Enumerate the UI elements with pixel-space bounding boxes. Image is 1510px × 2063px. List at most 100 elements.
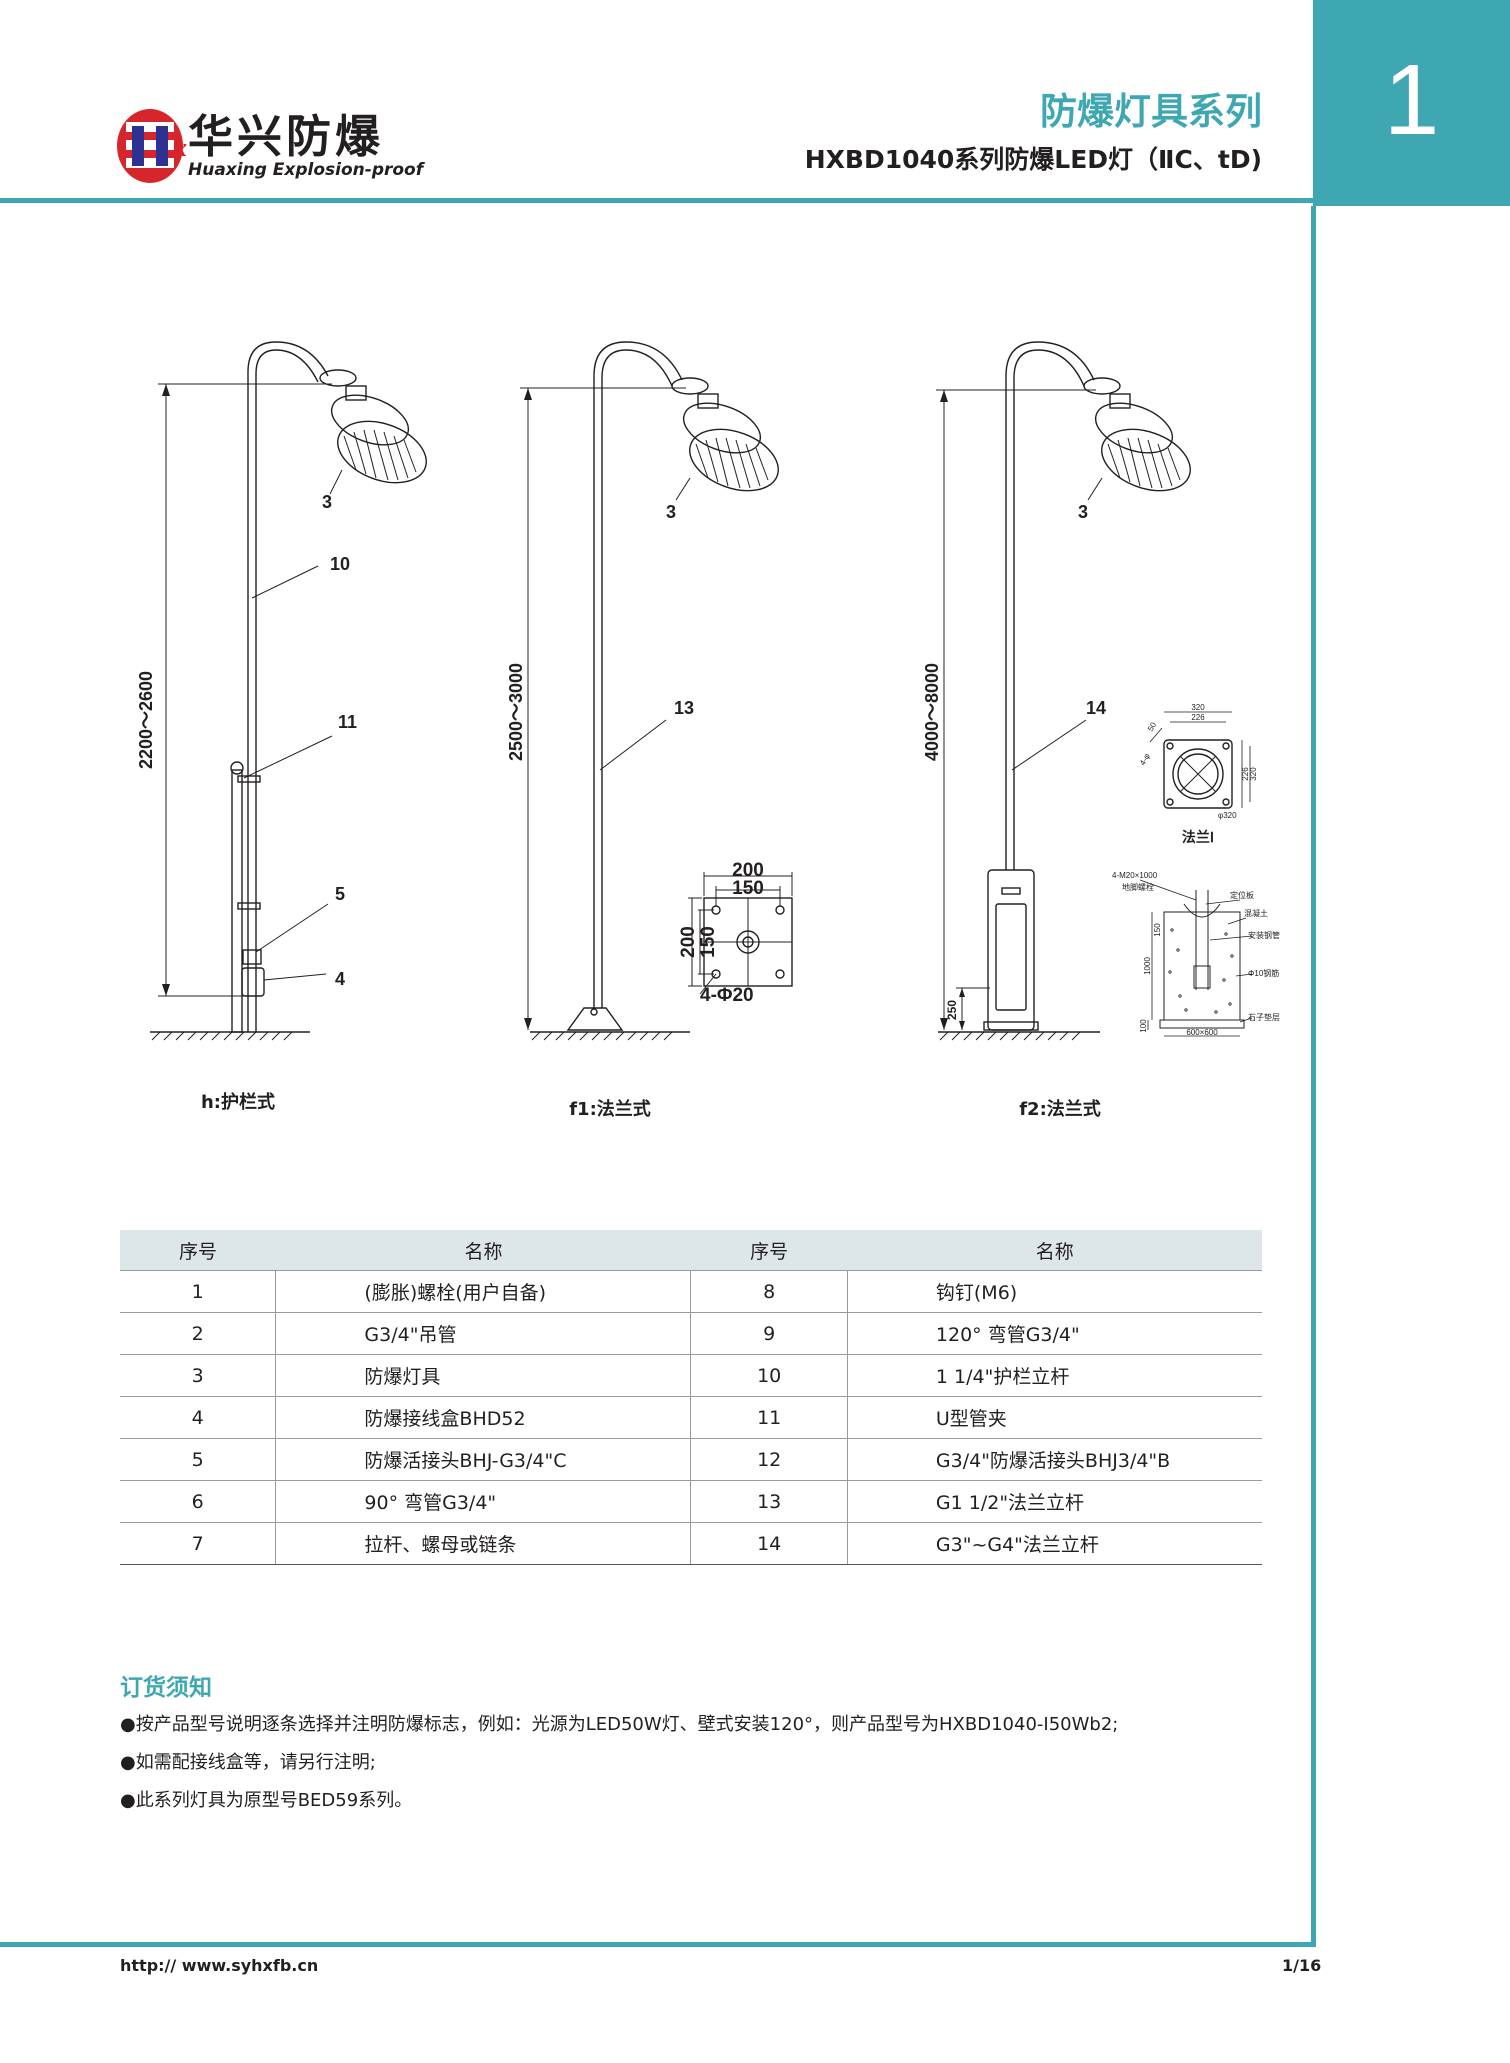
table-row: 1 (膨胀)螺栓(用户自备) 8 钩钉(M6) — [120, 1270, 1262, 1313]
cell-name: 拉杆、螺母或链条 — [275, 1522, 691, 1565]
f2-dim-phi320: φ320 — [1218, 811, 1237, 820]
brand-name: 华兴防爆 — [188, 110, 385, 163]
cell-no: 5 — [120, 1438, 276, 1481]
f1-flange-outer: 200 — [732, 860, 764, 881]
f2-flange-label: 法兰Ⅰ — [1182, 829, 1214, 845]
cell-name: 90° 弯管G3/4" — [275, 1480, 691, 1523]
f2-dim-holes: 4-φ — [1138, 752, 1152, 767]
f2-height-dim: 4000～8000 — [922, 663, 942, 761]
page-number: 1/16 — [1282, 1956, 1322, 1975]
f2-dim-50: 50 — [1146, 720, 1159, 733]
f2-anchor-bolt-label: 地脚螺栓 — [1122, 882, 1154, 892]
f1-flange-side-outer: 200 — [678, 926, 699, 958]
cell-name: G3/4"吊管 — [275, 1312, 691, 1355]
caption-f2: f2:法兰式 — [1019, 1099, 1101, 1120]
f1-flange-inner: 150 — [732, 878, 764, 899]
table-row: 6 90° 弯管G3/4" 13 G1 1/2"法兰立杆 — [120, 1480, 1262, 1523]
table-row: 4 防爆接线盒BHD52 11 U型管夹 — [120, 1396, 1262, 1439]
f2-dim-320: 320 — [1191, 703, 1205, 712]
series-subtitle: HXBD1040系列防爆LED灯（ⅡC、tD) — [804, 145, 1262, 174]
cell-no: 2 — [120, 1312, 276, 1355]
cell-name: 1 1/4"护栏立杆 — [846, 1354, 1262, 1397]
f2-dim-226: 226 — [1191, 713, 1205, 722]
caption-f1: f1:法兰式 — [569, 1099, 651, 1120]
cell-name: G1 1/2"法兰立杆 — [846, 1480, 1262, 1523]
footer-url[interactable]: http:// www.syhxfb.cn — [120, 1956, 319, 1975]
drawing-f2 — [936, 341, 1253, 1041]
table-row: 2 G3/4"吊管 9 120° 弯管G3/4" — [120, 1312, 1262, 1355]
f2-dim-320-side: 320 — [1249, 767, 1258, 781]
table-row: 3 防爆灯具 10 1 1/4"护栏立杆 — [120, 1354, 1262, 1397]
f2-install-pipe: 安装钢管 — [1248, 930, 1280, 940]
cell-name: 防爆接线盒BHD52 — [275, 1396, 691, 1439]
header-name-2: 名称 — [847, 1230, 1262, 1271]
h-callout-4: 4 — [335, 969, 345, 989]
cell-name: G3"~G4"法兰立杆 — [846, 1522, 1262, 1565]
f2-depth-1000: 1000 — [1143, 957, 1152, 975]
header-name-1: 名称 — [275, 1230, 691, 1271]
f2-dim-226-side: 226 — [1241, 767, 1250, 781]
cell-name: U型管夹 — [846, 1396, 1262, 1439]
h-height-dim: 2200～2600 — [136, 671, 156, 769]
header-no-1: 序号 — [120, 1230, 276, 1271]
svg-text:x: x — [173, 133, 187, 162]
f1-flange-side-inner: 150 — [698, 926, 719, 958]
cell-name: G3/4"防爆活接头BHJ3/4"B — [846, 1438, 1262, 1481]
cell-no: 13 — [690, 1480, 848, 1523]
f2-concrete: 混凝土 — [1244, 908, 1268, 918]
f2-pit-size: 600×600 — [1186, 1028, 1218, 1037]
cell-no: 11 — [690, 1396, 848, 1439]
drawing-f1 — [520, 341, 793, 1041]
table-row: 5 防爆活接头BHJ-G3/4"C 12 G3/4"防爆活接头BHJ3/4"B — [120, 1438, 1262, 1481]
f1-callout-3: 3 — [666, 502, 676, 522]
table-header-row: 序号 名称 序号 名称 — [120, 1230, 1262, 1271]
cell-name: 防爆灯具 — [275, 1354, 691, 1397]
notes-title: 订货须知 — [120, 1675, 212, 1701]
cell-no: 14 — [690, 1522, 848, 1565]
h-callout-11: 11 — [338, 712, 357, 732]
company-logo: x — [117, 109, 187, 183]
f1-height-dim: 2500～3000 — [506, 663, 526, 761]
cell-no: 8 — [690, 1270, 848, 1313]
drawing-h — [150, 341, 427, 1041]
f2-base-height: 250 — [945, 1000, 959, 1020]
f2-anchor-bolt: 4-M20×1000 — [1112, 871, 1158, 880]
h-callout-3: 3 — [322, 492, 332, 512]
f1-callout-13: 13 — [674, 698, 694, 718]
note-item: ●如需配接线盒等，请另行注明; — [120, 1752, 376, 1773]
cell-no: 10 — [690, 1354, 848, 1397]
header-no-2: 序号 — [690, 1230, 848, 1271]
footer-rule — [0, 1942, 1316, 1947]
f1-holes: 4-Φ20 — [700, 985, 754, 1006]
cell-no: 1 — [120, 1270, 276, 1313]
f2-locating-plate: 定位板 — [1230, 890, 1254, 900]
f2-rebar: Φ10钢筋 — [1248, 968, 1279, 978]
cell-no: 12 — [690, 1438, 848, 1481]
h-callout-10: 10 — [330, 554, 350, 574]
table-row: 7 拉杆、螺母或链条 14 G3"~G4"法兰立杆 — [120, 1522, 1262, 1565]
header-rule — [0, 198, 1318, 203]
chapter-number: 1 — [1383, 44, 1440, 156]
note-item: ●此系列灯具为原型号BED59系列。 — [120, 1790, 413, 1811]
side-rule — [1311, 206, 1316, 1946]
cell-no: 6 — [120, 1480, 276, 1523]
f2-depth-150: 150 — [1153, 923, 1162, 937]
parts-table: 序号 名称 序号 名称 1 (膨胀)螺栓(用户自备) 8 钩钉(M6) 2 G3… — [120, 1230, 1262, 1565]
installation-drawings: 2200～2600 3 10 11 5 4 2500～3000 3 13 200… — [136, 341, 1280, 1041]
brand-english: Huaxing Explosion-proof — [188, 160, 424, 180]
f2-gravel: 石子垫层 — [1248, 1012, 1280, 1022]
f2-callout-3: 3 — [1078, 502, 1088, 522]
cell-no: 3 — [120, 1354, 276, 1397]
cell-name: 防爆活接头BHJ-G3/4"C — [275, 1438, 691, 1481]
cell-no: 7 — [120, 1522, 276, 1565]
cell-name: (膨胀)螺栓(用户自备) — [275, 1270, 691, 1313]
f2-callout-14: 14 — [1086, 698, 1106, 718]
cell-name: 120° 弯管G3/4" — [846, 1312, 1262, 1355]
cell-no: 4 — [120, 1396, 276, 1439]
cell-no: 9 — [690, 1312, 848, 1355]
note-item: ●按产品型号说明逐条选择并注明防爆标志，例如：光源为LED50W灯、壁式安装12… — [120, 1714, 1119, 1735]
caption-h: h:护栏式 — [200, 1092, 275, 1113]
f2-depth-100: 100 — [1139, 1019, 1148, 1033]
chapter-tab — [1313, 0, 1510, 206]
series-title: 防爆灯具系列 — [1040, 90, 1262, 133]
